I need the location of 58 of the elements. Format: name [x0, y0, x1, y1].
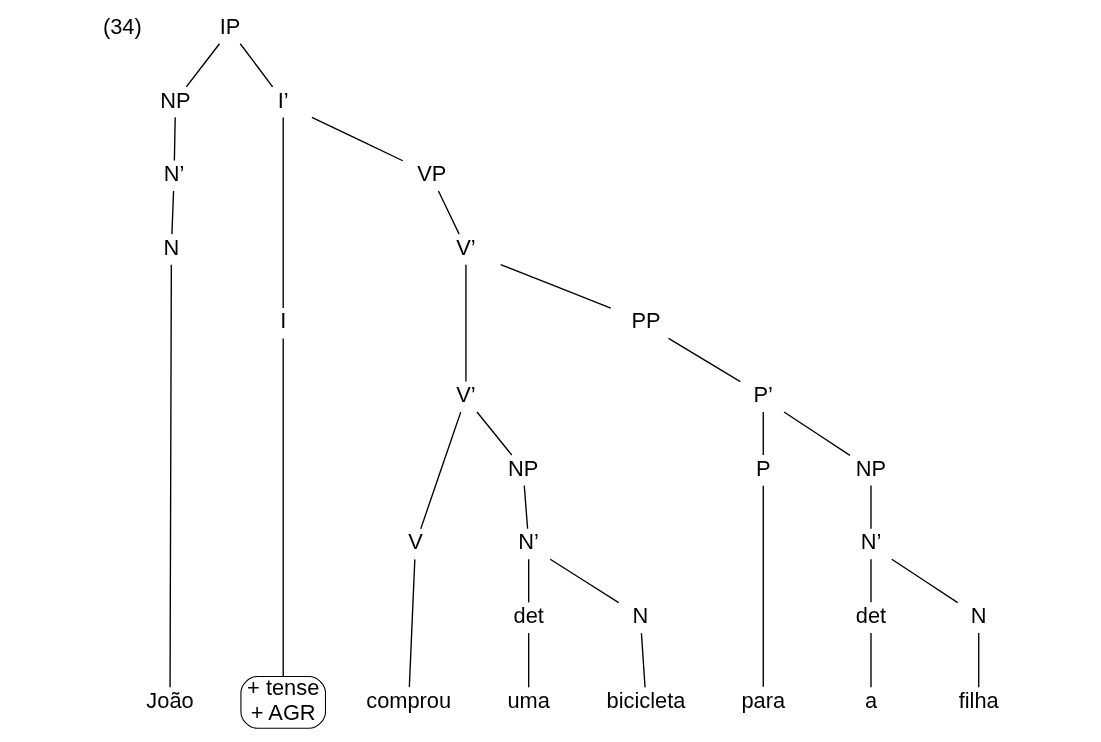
node-text: N	[970, 603, 987, 629]
connector	[408, 558, 416, 688]
connector	[169, 264, 172, 688]
connector	[171, 190, 175, 235]
node-box: + tense + AGR	[240, 675, 327, 729]
node-text: det	[855, 603, 887, 629]
connector	[870, 558, 872, 604]
node-text: bicicleta	[606, 687, 686, 713]
node-text: NP	[508, 455, 539, 481]
node-text: comprou	[366, 687, 452, 713]
connector	[978, 632, 980, 689]
connector	[239, 43, 274, 88]
connector	[667, 337, 741, 383]
connector	[762, 411, 764, 456]
node-text: VP	[417, 161, 447, 187]
label: (34)	[102, 13, 142, 39]
connector	[437, 190, 460, 235]
connector	[185, 43, 221, 88]
node-text: P	[755, 455, 771, 481]
node-text: V’	[456, 234, 476, 260]
node-text: I’	[277, 87, 289, 113]
connector	[640, 632, 646, 689]
node-text: P’	[753, 382, 773, 408]
node-text: IP	[219, 13, 241, 39]
node-text: V	[408, 529, 423, 555]
node-text: a	[864, 687, 878, 713]
connector	[420, 411, 462, 530]
node-text: PP	[631, 308, 661, 334]
node-text: para	[741, 687, 786, 713]
connector	[870, 632, 872, 689]
node-text: NP	[855, 455, 887, 481]
connector	[528, 632, 530, 689]
node-text: N’	[518, 529, 539, 555]
node-text: det	[513, 603, 544, 629]
connector	[783, 411, 851, 456]
node-text: N	[632, 603, 649, 629]
connector	[311, 116, 404, 162]
connector	[282, 116, 284, 309]
connector	[549, 558, 620, 604]
node-text: V’	[456, 382, 476, 408]
node-text: filha	[958, 687, 999, 713]
connector	[528, 558, 530, 604]
node-text: NP	[160, 87, 191, 113]
connector	[282, 337, 284, 677]
connector	[465, 264, 467, 383]
node-text: N’	[163, 161, 185, 187]
connector	[891, 558, 959, 604]
connector	[499, 264, 612, 309]
connector	[173, 116, 176, 162]
node-text: uma	[507, 687, 550, 713]
connector	[476, 411, 513, 456]
node-text: João	[146, 687, 194, 713]
connector	[762, 485, 764, 688]
connector	[523, 484, 529, 530]
connector	[870, 484, 872, 530]
node-text: N’	[860, 529, 882, 555]
node-text: N	[163, 234, 180, 260]
node-text: I	[280, 308, 287, 334]
